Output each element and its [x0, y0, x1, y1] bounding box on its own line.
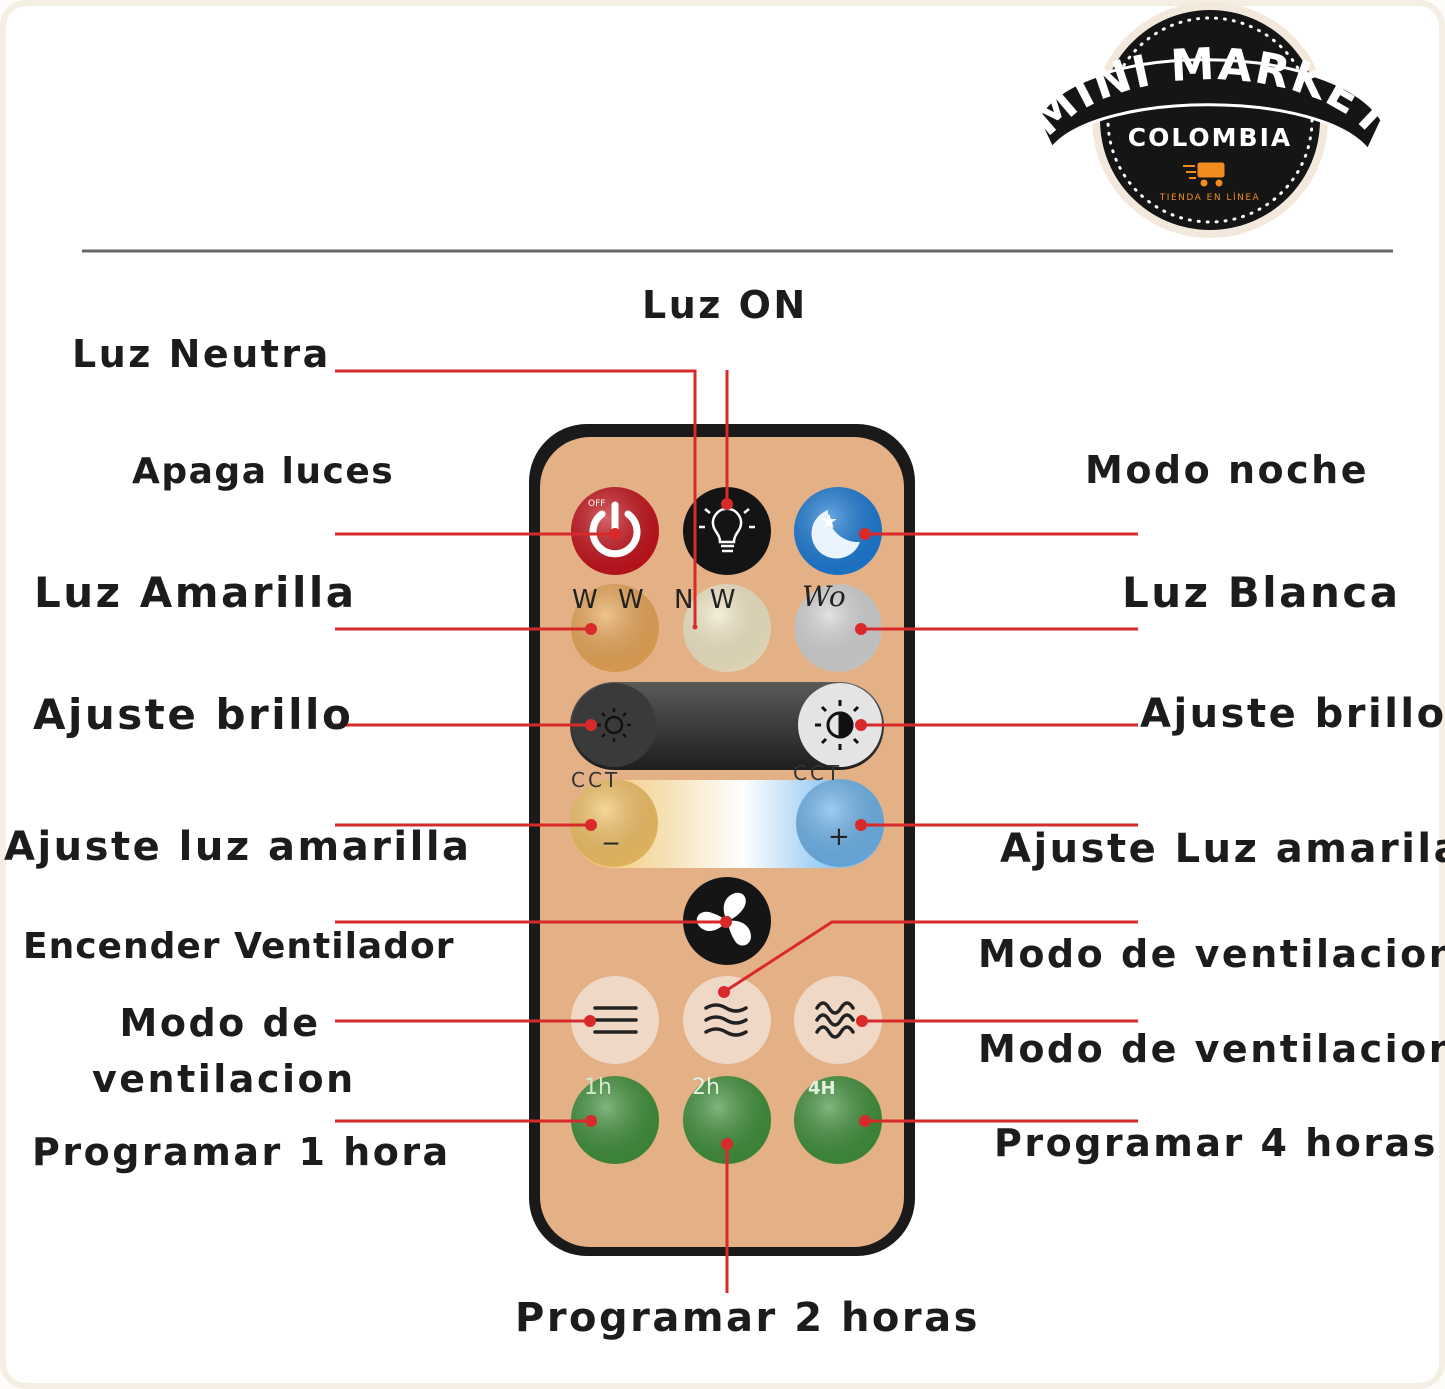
warm-button[interactable]	[571, 584, 659, 672]
logo-banner	[1036, 58, 1384, 153]
label-modo-ventilacion-right: Modo de ventilacion	[978, 1027, 1445, 1071]
brightness-up-button[interactable]	[798, 683, 882, 767]
label-encender-ventilador: Encender Ventilador	[23, 926, 455, 967]
svg-text:★: ★	[820, 509, 838, 533]
cct-left-text: CCT	[571, 768, 620, 792]
label-programar-4: Programar 4 horas	[994, 1121, 1438, 1165]
label-programar-2: Programar 2 horas	[515, 1295, 980, 1341]
leader-luz-neutra	[335, 369, 697, 627]
logo-subtitle: COLOMBIA	[1128, 123, 1292, 152]
off-text: OFF	[588, 499, 605, 509]
fan-low-button[interactable]	[571, 976, 659, 1064]
ww-text: W W	[572, 585, 650, 615]
remote-control: OFF ★	[529, 424, 915, 1256]
white-button[interactable]	[794, 584, 882, 672]
logo: MINI MARKET COLOMBIA TIENDA EN LÍNEA	[1021, 2, 1400, 238]
leader-modo-mid	[723, 920, 1138, 994]
timer-4h-button[interactable]: 4H	[794, 1076, 882, 1164]
label-modo-ventilacion-mid: Modo de ventilacion	[978, 932, 1445, 976]
cct-right-text: CCT	[793, 761, 842, 785]
lightbulb-icon	[699, 498, 755, 553]
label-ajuste-brillo-left: Ajuste brillo	[33, 690, 354, 739]
timer-2h-button[interactable]: 2h	[683, 1075, 771, 1164]
label-ventilacion: ventilacion	[92, 1057, 356, 1101]
timer-4h-text: 4H	[808, 1078, 836, 1099]
wo-text: Wo	[802, 580, 846, 613]
wind-low-icon	[593, 1006, 638, 1034]
cct-minus-button[interactable]: _	[570, 779, 658, 867]
timer-2h-text: 2h	[692, 1075, 720, 1100]
label-luz-neutra: Luz Neutra	[72, 332, 331, 376]
label-ajuste-brillo-right: Ajuste brillo	[1140, 691, 1445, 737]
label-modo-noche: Modo noche	[1085, 448, 1369, 492]
label-luz-blanca: Luz Blanca	[1122, 568, 1401, 617]
fan-mid-button[interactable]	[683, 976, 771, 1064]
wind-high-icon	[815, 1001, 855, 1039]
timer-1h-text: 1h	[584, 1075, 612, 1100]
neutral-button[interactable]	[683, 584, 771, 672]
label-luz-amarilla: Luz Amarilla	[34, 568, 357, 617]
wind-mid-icon	[704, 1003, 748, 1037]
sun-bright-icon	[815, 700, 865, 750]
label-ajuste-luz-amarila-right: Ajuste Luz amarila	[1000, 826, 1445, 872]
timer-1h-button[interactable]: 1h	[571, 1075, 659, 1164]
sun-dim-icon	[597, 708, 631, 742]
logo-tagline: TIENDA EN LÍNEA	[1159, 191, 1260, 203]
fan-high-button[interactable]	[794, 976, 882, 1064]
leader-lines	[335, 369, 1138, 1293]
plus-sign: +	[828, 822, 850, 852]
power-icon	[589, 510, 641, 558]
nw-text: N W	[674, 585, 739, 615]
label-modo-de: Modo de	[119, 1001, 321, 1045]
light-on-button[interactable]	[683, 487, 771, 575]
cct-plus-button[interactable]: +	[796, 779, 884, 867]
minus-sign: _	[603, 812, 619, 845]
label-luz-on: Luz ON	[642, 283, 808, 327]
cart-icon	[1183, 162, 1225, 187]
label-ajuste-luz-amarilla-left: Ajuste luz amarilla	[4, 824, 472, 870]
moon-icon	[811, 510, 860, 559]
label-programar-1: Programar 1 hora	[32, 1130, 451, 1174]
night-button[interactable]: ★	[794, 487, 882, 575]
label-apaga-luces: Apaga luces	[132, 451, 395, 492]
brightness-down-button[interactable]	[572, 683, 656, 767]
leader-dots	[584, 498, 871, 1150]
